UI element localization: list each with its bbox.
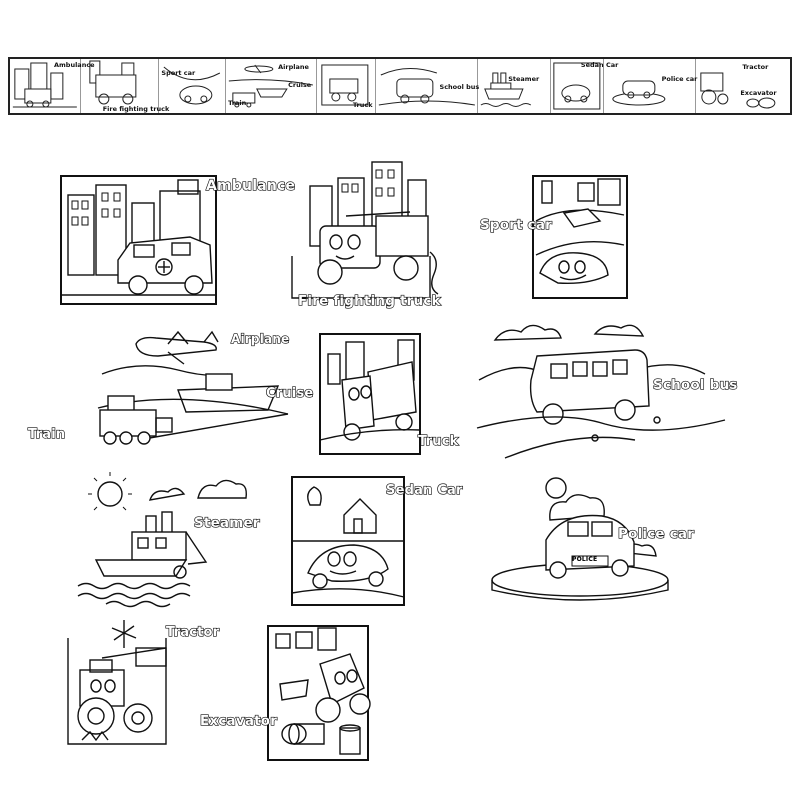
fire-truck-illustration — [291, 161, 439, 299]
strip-cell-fire-truck: Fire fighting truck — [81, 59, 169, 113]
card-sport-car[interactable]: Sport car — [478, 175, 628, 300]
label-steamer: Steamer — [193, 514, 260, 531]
strip-cell-tractor-excavator: Tractor Excavator — [696, 59, 790, 113]
card-tractor[interactable]: Tractor — [66, 618, 246, 748]
card-steamer[interactable]: Steamer — [76, 472, 276, 608]
strip-label-excavator: Excavator — [740, 89, 777, 97]
ambulance-illustration — [60, 175, 217, 305]
sedan-car-illustration — [291, 476, 405, 606]
card-airplane-cruise-train[interactable]: Airplane Cruise Train — [27, 330, 318, 455]
strip-label-truck: Truck — [352, 101, 373, 109]
preview-strip: Ambulance Fire fighting truck Sport car … — [8, 57, 792, 115]
strip-label-steamer: Steamer — [508, 75, 540, 83]
strip-label-train: Train — [228, 99, 247, 107]
police-door-sign: POLICE — [572, 556, 598, 563]
strip-label-police-car: Police car — [661, 75, 698, 83]
strip-label-tractor: Tractor — [742, 63, 769, 71]
card-truck[interactable]: Truck — [318, 332, 463, 457]
card-fire-truck[interactable]: Fire fighting truck — [290, 160, 460, 315]
card-police-car[interactable]: POLICE Police car — [488, 470, 708, 605]
label-ambulance: Ambulance — [205, 177, 296, 194]
strip-cell-ambulance: Ambulance — [10, 59, 95, 113]
airplane-cruise-train-illustration — [97, 330, 289, 445]
strip-label-cruise: Cruise — [288, 81, 312, 89]
strip-cell-airplane-cruise-train: Airplane Cruise Train — [226, 59, 317, 113]
strip-label-fire-truck: Fire fighting truck — [102, 105, 170, 113]
strip-cell-truck: Truck — [317, 59, 376, 113]
label-airplane: Airplane — [230, 331, 290, 346]
label-excavator: Excavator — [199, 712, 278, 729]
strip-cell-steamer: Steamer — [478, 59, 551, 113]
excavator-illustration — [267, 625, 371, 761]
strip-label-sport-car: Sport car — [161, 69, 196, 77]
card-sedan-car[interactable]: Sedan Car — [290, 475, 480, 610]
school-bus-illustration — [476, 324, 726, 459]
strip-label-airplane: Airplane — [278, 63, 309, 71]
label-cruise: Cruise — [265, 385, 314, 401]
label-police-car: Police car — [617, 525, 695, 542]
label-train: Train — [27, 426, 66, 442]
strip-cell-sport-car: Sport car — [159, 59, 227, 113]
strip-cell-sedan-car: Sedan Car — [551, 59, 618, 113]
label-sedan-car: Sedan Car — [385, 482, 463, 498]
label-sport-car: Sport car — [479, 216, 553, 233]
label-fire-truck: Fire fighting truck — [297, 292, 441, 309]
strip-cell-school-bus: School bus — [376, 59, 479, 113]
sport-car-illustration — [532, 175, 628, 299]
card-ambulance[interactable]: Ambulance — [60, 175, 296, 307]
steamer-illustration — [77, 472, 247, 608]
police-car-illustration — [491, 477, 669, 601]
tractor-illustration — [67, 620, 167, 745]
card-school-bus[interactable]: School bus — [475, 320, 738, 460]
strip-label-sedan-car: Sedan Car — [580, 61, 619, 69]
label-truck: Truck — [417, 433, 459, 449]
truck-illustration — [319, 333, 421, 455]
card-excavator[interactable]: Excavator — [199, 624, 375, 764]
strip-cell-police-car: Police car — [604, 59, 697, 113]
strip-label-school-bus: School bus — [439, 83, 480, 91]
label-school-bus: School bus — [652, 376, 738, 393]
strip-label-ambulance: Ambulance — [54, 61, 95, 69]
label-tractor: Tractor — [165, 624, 220, 640]
